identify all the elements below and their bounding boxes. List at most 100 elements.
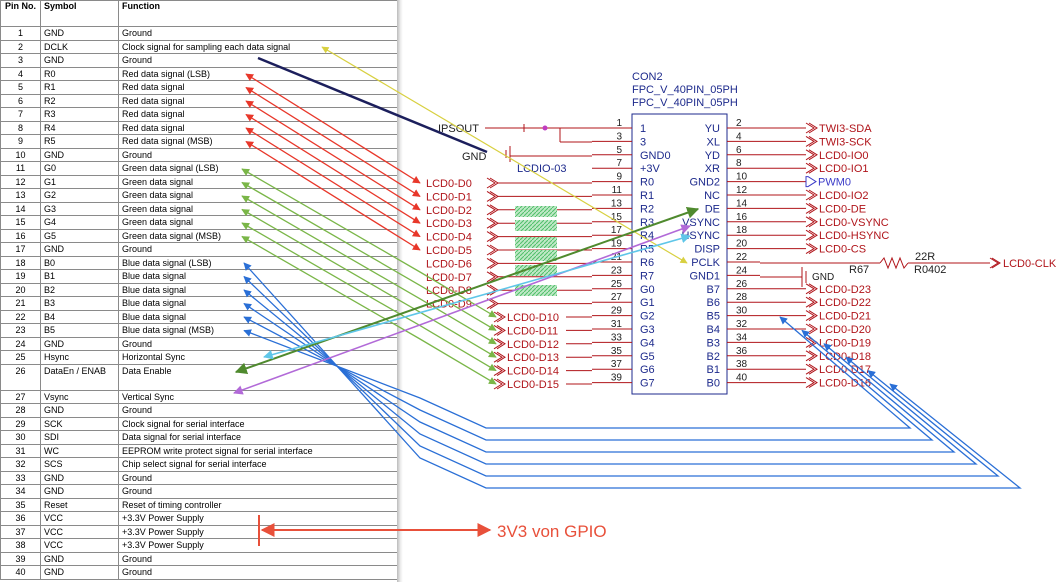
symbol-cell: Vsync — [40, 389, 119, 404]
net-label: LCD0-VSYNC — [819, 217, 889, 229]
net-gnd-right: GND — [812, 272, 834, 283]
net-flag — [805, 176, 817, 188]
left-pin-name: R2 — [640, 203, 654, 215]
left-pin-name: G1 — [640, 297, 655, 309]
arrow-red-data — [245, 140, 421, 251]
left-pin-name: G6 — [640, 364, 655, 376]
net-label: LCD0-D0 — [426, 178, 472, 190]
net-label: LCD0-D22 — [819, 297, 871, 309]
left-pin-number: 1 — [616, 118, 622, 129]
left-pin-number: 25 — [611, 279, 623, 290]
right-pin-number: 32 — [736, 319, 748, 330]
table-header-row: Pin No. Symbol Function — [0, 0, 398, 27]
net-label: LCD0-IO0 — [819, 150, 869, 162]
net-flag — [805, 135, 818, 147]
net-label: LCD0-D5 — [426, 245, 472, 257]
left-pin-name: G3 — [640, 324, 655, 336]
net-flag — [805, 216, 818, 228]
left-pin-name: GND0 — [640, 150, 671, 162]
net-label: LCD0-CS — [819, 244, 866, 256]
net-flag — [486, 204, 499, 216]
net-label: LCD0-D10 — [507, 312, 559, 324]
right-pin-name: B6 — [707, 297, 720, 309]
left-pin-number: 9 — [616, 172, 622, 183]
left-pin-number: 5 — [616, 145, 622, 156]
arrow-hsync — [263, 233, 691, 360]
right-pin-number: 8 — [736, 158, 742, 169]
net-label: LCD0-IO2 — [819, 190, 869, 202]
net-flag — [486, 231, 499, 243]
connector-value-2: FPC_V_40PIN_05PH — [632, 97, 738, 109]
resistor-package: R0402 — [914, 264, 946, 276]
net-label: LCD0-D19 — [819, 337, 871, 349]
net-flag — [805, 202, 818, 214]
right-pin-number: 26 — [736, 279, 748, 290]
annotation-text: 3V3 von GPIO — [497, 522, 607, 541]
function-cell: Ground — [118, 470, 398, 485]
right-pin-number: 12 — [736, 185, 748, 196]
right-pin-number: 30 — [736, 306, 748, 317]
net-label: TWI3-SCK — [819, 136, 872, 148]
power-wiring — [485, 124, 592, 162]
left-pin-number: 27 — [611, 292, 623, 303]
function-cell: Ground — [118, 26, 398, 41]
left-pin-name: G2 — [640, 311, 655, 323]
left-pin-name: R6 — [640, 257, 654, 269]
net-flag — [805, 122, 818, 134]
right-pin-name: B1 — [707, 364, 720, 376]
pin-cell: 19 — [0, 269, 41, 284]
arrow-red-data — [245, 127, 421, 238]
right-pin-name: B3 — [707, 337, 720, 349]
header-function: Function — [118, 0, 398, 27]
pin-cell: 30 — [0, 430, 41, 445]
right-pin-number: 2 — [736, 118, 742, 129]
left-pin-name: R7 — [640, 270, 654, 282]
right-pin-name: GND1 — [689, 270, 720, 282]
right-pin-number: 40 — [736, 373, 748, 384]
left-pin-number: 17 — [611, 225, 623, 236]
right-pin-name: NC — [704, 190, 720, 202]
right-pin-name: B0 — [707, 378, 720, 390]
net-label: PWM0 — [818, 177, 851, 189]
net-flag — [805, 283, 818, 295]
right-pin-number: 16 — [736, 212, 748, 223]
right-pin-number: 20 — [736, 239, 748, 250]
function-cell: Ground — [118, 403, 398, 418]
net-flag — [805, 323, 818, 335]
right-pin-name: DE — [705, 203, 720, 215]
net-label: LCD0-D7 — [426, 272, 472, 284]
resistor-ref: R67 — [849, 264, 869, 276]
left-pin-name: G5 — [640, 351, 655, 363]
left-pin-number: 3 — [616, 131, 622, 142]
symbol-cell: B1 — [40, 269, 119, 284]
symbol-cell: B4 — [40, 309, 119, 324]
net-flag — [486, 190, 499, 202]
arrow-red-data — [245, 100, 421, 211]
left-pin-number: 39 — [611, 373, 623, 384]
net-label: LCD0-D15 — [507, 379, 559, 391]
right-pin-name: DISP — [694, 244, 720, 256]
net-flag-lcd0-clk — [989, 257, 1001, 269]
function-cell: Chip select signal for serial interface — [118, 457, 398, 472]
net-flag — [805, 377, 818, 389]
arrow-red-data — [245, 86, 421, 197]
symbol-cell: GND — [40, 470, 119, 485]
net-gnd: GND — [462, 151, 487, 163]
net-flag — [486, 177, 499, 189]
connector-value-1: FPC_V_40PIN_05PH — [632, 84, 738, 96]
left-pin-number: 37 — [611, 359, 623, 370]
net-flag — [805, 162, 818, 174]
net-label: LCD0-IO1 — [819, 163, 869, 175]
left-pin-number: 33 — [611, 332, 623, 343]
net-flag — [486, 244, 499, 256]
right-pin-name: B2 — [707, 351, 720, 363]
right-pin-number: 34 — [736, 332, 748, 343]
net-flag — [805, 363, 818, 375]
